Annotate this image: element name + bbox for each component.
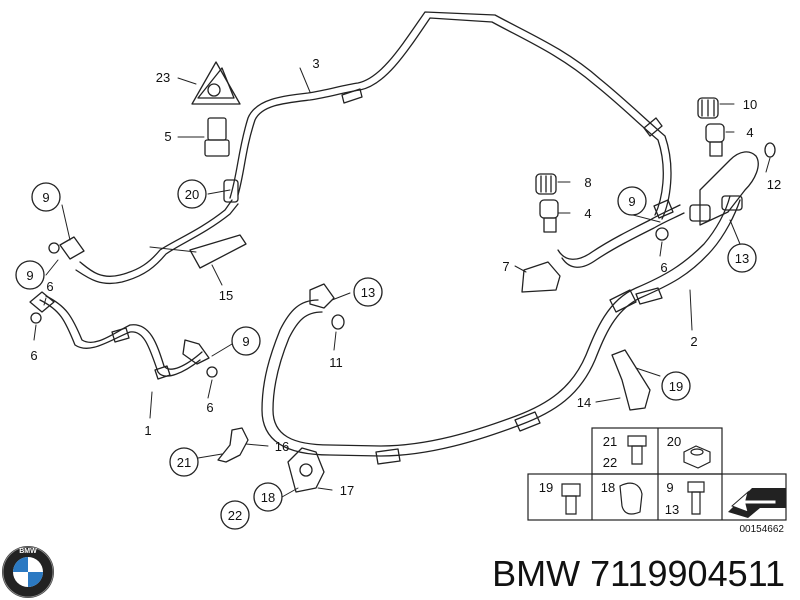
callout-13-a: 13 — [361, 285, 375, 300]
callout-1: 1 — [144, 423, 151, 438]
callout-circles — [15, 179, 757, 530]
callout-20: 20 — [185, 187, 199, 202]
hose-3 — [229, 11, 672, 220]
callout-6-d: 6 — [660, 260, 667, 275]
hose-section-right — [557, 199, 685, 268]
callout-14: 14 — [577, 395, 591, 410]
bracket-16 — [217, 427, 249, 463]
reference-number: 00154662 — [740, 524, 785, 535]
valve-core-4-lower — [539, 199, 559, 233]
callout-22: 22 — [228, 508, 242, 523]
callout-4-a: 4 — [746, 125, 753, 140]
pressure-switch-5 — [204, 117, 230, 157]
callout-9-b: 9 — [26, 268, 33, 283]
legend-label-20: 20 — [667, 434, 681, 449]
callout-9-c: 9 — [242, 334, 249, 349]
part-number-caption: BMW 7119904511 — [492, 553, 785, 594]
hose-2 — [261, 195, 741, 465]
callout-15: 15 — [219, 288, 233, 303]
callout-12: 12 — [767, 177, 781, 192]
hose-section-15 — [59, 179, 247, 285]
callout-9-a: 9 — [42, 190, 49, 205]
callout-6-b: 6 — [30, 348, 37, 363]
callout-16: 16 — [275, 439, 289, 454]
callout-18: 18 — [261, 490, 275, 505]
leader-lines — [33, 67, 771, 498]
cap-10 — [697, 97, 719, 119]
bracket-14 — [611, 349, 651, 411]
callout-19: 19 — [669, 379, 683, 394]
valve-block — [689, 151, 759, 226]
hardware-legend-box: 21 22 20 19 18 9 13 00154662 — [527, 427, 787, 535]
cap-8 — [535, 173, 557, 195]
callout-10: 10 — [743, 97, 757, 112]
callout-21: 21 — [177, 455, 191, 470]
legend-label-22: 22 — [603, 455, 617, 470]
legend-label-19: 19 — [539, 480, 553, 495]
o-rings — [30, 142, 776, 378]
bmw-logo: BMW — [2, 546, 54, 598]
legend-label-18: 18 — [601, 480, 615, 495]
callout-4-b: 4 — [584, 206, 591, 221]
callout-17: 17 — [340, 483, 354, 498]
clamp-17 — [287, 447, 325, 493]
legend-label-13: 13 — [665, 502, 679, 517]
legend-label-9: 9 — [666, 480, 673, 495]
warning-label-23 — [191, 61, 241, 105]
legend-label-21: 21 — [603, 434, 617, 449]
valve-core-4-upper — [705, 123, 725, 157]
callout-5: 5 — [164, 129, 171, 144]
hose-1 — [29, 291, 210, 380]
callout-23: 23 — [156, 70, 170, 85]
bracket-7 — [521, 261, 561, 293]
callout-6-a: 6 — [46, 279, 53, 294]
callout-6-c: 6 — [206, 400, 213, 415]
callout-3: 3 — [312, 56, 319, 71]
callout-labels: 3 23 5 9 20 9 6 6 15 9 6 1 13 11 10 4 12… — [26, 56, 781, 523]
callout-9-d: 9 — [628, 194, 635, 209]
callout-13-b: 13 — [735, 251, 749, 266]
callout-2: 2 — [690, 334, 697, 349]
callout-11: 11 — [329, 355, 343, 370]
callout-7: 7 — [502, 259, 509, 274]
svg-text:BMW: BMW — [19, 548, 37, 555]
callout-8: 8 — [584, 175, 591, 190]
